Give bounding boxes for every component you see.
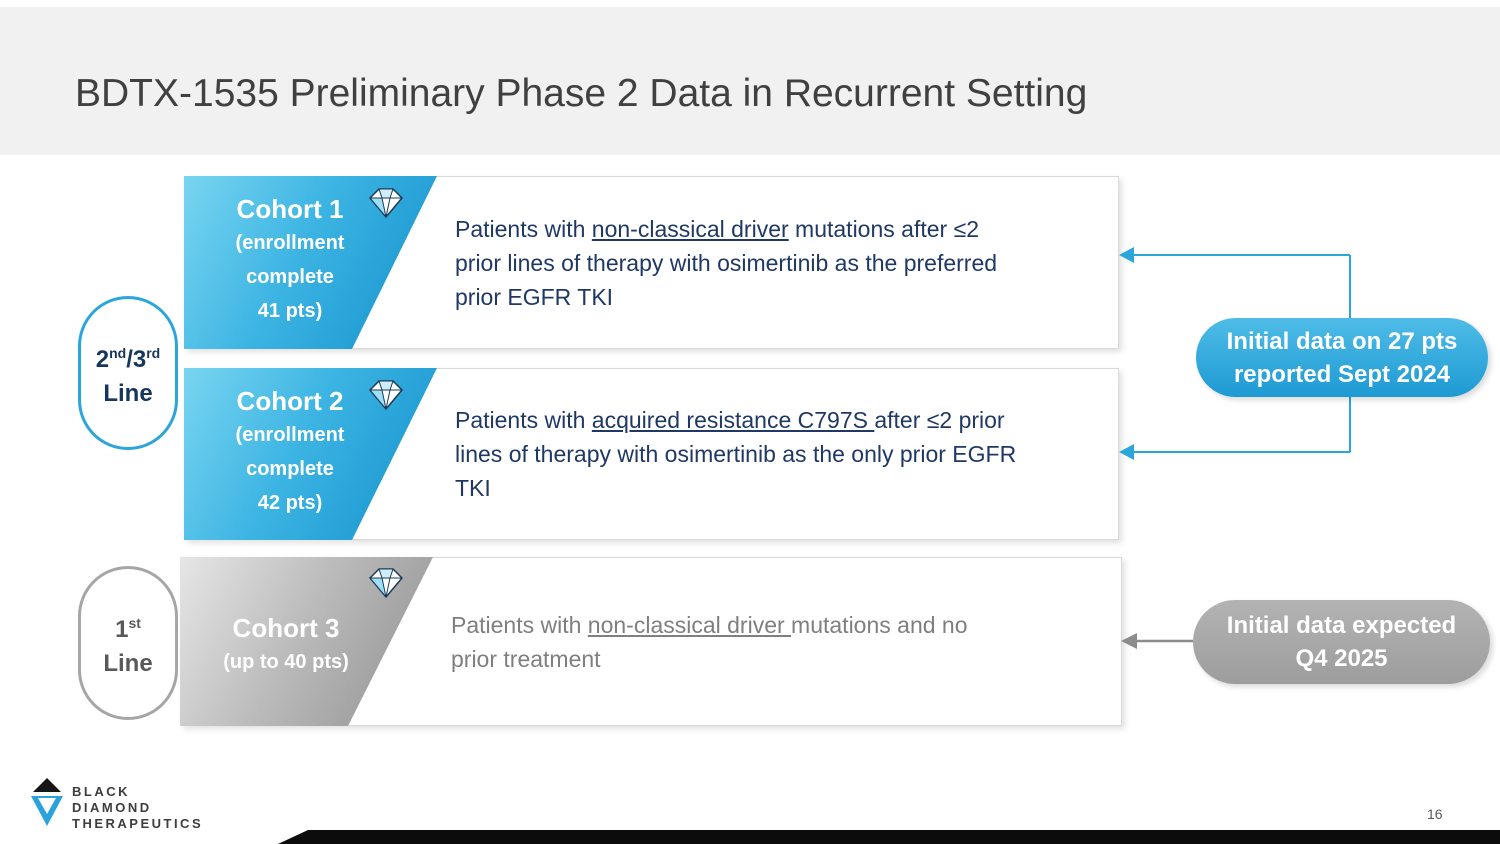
body-text: Patients with bbox=[455, 215, 592, 242]
cohort-row-2: Cohort 2 (enrollment complete 42 pts) Pa… bbox=[184, 368, 1119, 540]
line-label-line: Line bbox=[103, 649, 153, 677]
cohort-1-title: Cohort 1 bbox=[236, 194, 344, 224]
body-text: mutations and no prior treatment bbox=[451, 611, 968, 672]
left-arrowhead-icon bbox=[1121, 633, 1137, 649]
cohort-3-banner: Cohort 3 (up to 40 pts) bbox=[180, 557, 433, 726]
left-arrowhead-icon bbox=[1119, 247, 1134, 263]
bottom-bar bbox=[278, 830, 1500, 844]
diamond-gem-icon bbox=[366, 566, 406, 600]
body-text: Patients with bbox=[451, 611, 588, 638]
cohort-2-subtitle: (enrollment complete 42 pts) bbox=[235, 424, 345, 514]
body-text: mutations after ≤2 prior lines of therap… bbox=[455, 215, 998, 310]
cohort-1-subtitle: (enrollment complete 41 pts) bbox=[235, 232, 345, 322]
underlined-text: non-classical driver bbox=[587, 611, 792, 638]
line-label-text: 1st bbox=[115, 614, 141, 643]
line-label-1st: 1st Line bbox=[78, 566, 178, 720]
cohort-2-title: Cohort 2 bbox=[236, 386, 344, 416]
body-text: Patients with bbox=[455, 407, 592, 433]
cohort-2-description: Patients with acquired resistance C797S … bbox=[455, 403, 1100, 505]
cohort-3-description: Patients with non-classical driver mutat… bbox=[451, 608, 1096, 676]
page-title: BDTX-1535 Preliminary Phase 2 Data in Re… bbox=[75, 72, 1088, 115]
callout-initial-data-reported: Initial data on 27 pts reported Sept 202… bbox=[1196, 318, 1488, 397]
diamond-gem-icon bbox=[366, 378, 406, 412]
cohort-row-3: Cohort 3 (up to 40 pts) Patients with no… bbox=[180, 557, 1122, 726]
cohort-3-title: Cohort 3 bbox=[232, 613, 340, 643]
header-band bbox=[0, 7, 1500, 155]
company-name-line: Therapeutics bbox=[72, 816, 204, 831]
company-name: Black Diamond Therapeutics bbox=[72, 784, 203, 832]
cohort-2-banner: Cohort 2 (enrollment complete 42 pts) bbox=[184, 368, 437, 540]
diamond-gem-icon bbox=[366, 186, 406, 220]
line-label-line: Line bbox=[103, 379, 153, 407]
body-text: after ≤2 prior lines of therapy with osi… bbox=[455, 407, 1017, 501]
cohort-1-banner: Cohort 1 (enrollment complete 41 pts) bbox=[184, 176, 437, 349]
cohort-3-subtitle: (up to 40 pts) bbox=[223, 651, 349, 673]
line-label-text: 2nd/3rd bbox=[95, 344, 161, 373]
underlined-text: acquired resistance C797S bbox=[591, 407, 875, 433]
cohort-1-description: Patients with non-classical driver mutat… bbox=[455, 212, 1100, 314]
company-name-line: Black bbox=[72, 784, 130, 799]
company-name-line: Diamond bbox=[72, 800, 152, 815]
underlined-text: non-classical driver bbox=[591, 215, 789, 242]
line-label-2nd-3rd: 2nd/3rd Line bbox=[78, 296, 178, 450]
left-arrowhead-icon bbox=[1119, 444, 1134, 460]
cohort-row-1: Cohort 1 (enrollment complete 41 pts) Pa… bbox=[184, 176, 1119, 349]
page-number: 16 bbox=[1427, 806, 1443, 822]
black-diamond-logo-icon bbox=[31, 778, 63, 826]
callout-initial-data-expected: Initial data expected Q4 2025 bbox=[1193, 600, 1490, 684]
